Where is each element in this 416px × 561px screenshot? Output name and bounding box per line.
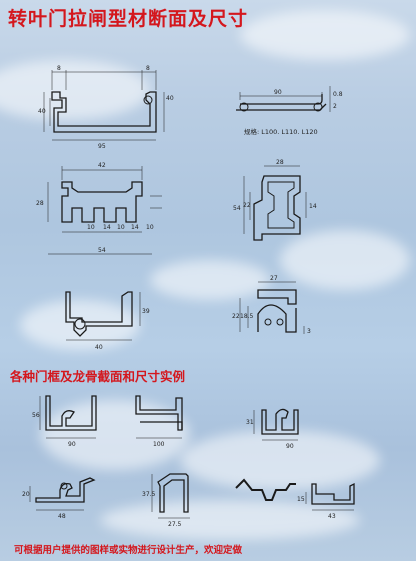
dim-label: 28 bbox=[36, 200, 44, 207]
section-title: 各种门框及龙骨截面和尺寸实例 bbox=[10, 369, 186, 384]
dim-label: 20 bbox=[22, 491, 30, 498]
profile-2: 90 0.8 2 规格: L100. L110. L120 bbox=[236, 86, 343, 136]
spec-note: 规格: L100. L110. L120 bbox=[244, 127, 318, 136]
dim-label: 40 bbox=[166, 95, 174, 102]
dim-label: 27 bbox=[270, 275, 278, 282]
frame-4: 20 48 bbox=[22, 477, 96, 520]
dim-label: 100 bbox=[153, 441, 165, 448]
dim-label: 22 bbox=[232, 313, 240, 320]
profile-4: 28 54 22 14 bbox=[233, 159, 317, 241]
dim-label: 42 bbox=[98, 162, 106, 169]
dim-label: 10 bbox=[117, 224, 125, 231]
dim-label: 27.5 bbox=[168, 521, 182, 528]
dim-label: 10 bbox=[87, 224, 95, 231]
dim-label: 8 bbox=[57, 65, 61, 72]
frame-3: 31 90 bbox=[246, 408, 299, 450]
dim-label: 40 bbox=[95, 344, 103, 351]
dim-label: 10 bbox=[146, 224, 154, 231]
dim-label: 0.8 bbox=[333, 91, 343, 98]
profile-5: 39 40 bbox=[65, 291, 150, 351]
dim-label: 95 bbox=[98, 143, 106, 150]
dim-label: 90 bbox=[68, 441, 76, 448]
frame-1: 56 90 bbox=[32, 395, 97, 448]
dim-label: 54 bbox=[98, 247, 106, 254]
frame-7: 15 43 bbox=[297, 482, 355, 520]
frame-6 bbox=[235, 478, 296, 501]
dim-label: 14 bbox=[103, 224, 111, 231]
dim-label: 56 bbox=[32, 412, 40, 419]
dim-label: 22 bbox=[243, 202, 251, 209]
dim-label: 2 bbox=[333, 103, 337, 110]
cloud bbox=[0, 60, 150, 120]
profile-3: 42 28 10 14 10 14 10 54 bbox=[36, 162, 162, 255]
cloud bbox=[150, 260, 270, 300]
dim-label: 48 bbox=[58, 513, 66, 520]
dim-label: 14 bbox=[309, 203, 317, 210]
main-title: 转叶门拉闸型材断面及尺寸 bbox=[8, 8, 249, 30]
frame-2: 100 bbox=[135, 395, 183, 448]
dim-label: 37.5 bbox=[142, 491, 156, 498]
dim-label: 3 bbox=[307, 328, 311, 335]
cloud bbox=[100, 500, 360, 540]
dim-label: 15 bbox=[297, 496, 305, 503]
dim-label: 90 bbox=[286, 443, 294, 450]
dim-label: 31 bbox=[246, 419, 254, 426]
dim-label: 28 bbox=[276, 159, 284, 166]
cloud bbox=[20, 300, 140, 350]
profile-6: 27 22 18.5 3 bbox=[232, 275, 311, 335]
dim-label: 18.5 bbox=[240, 313, 254, 320]
dim-label: 39 bbox=[142, 308, 150, 315]
frame-5: 37.5 27.5 bbox=[142, 473, 190, 528]
cloud bbox=[280, 230, 410, 290]
dim-label: 14 bbox=[131, 224, 139, 231]
dim-label: 54 bbox=[233, 205, 241, 212]
dim-label: 40 bbox=[38, 108, 46, 115]
profile-1: 8 8 40 40 95 bbox=[38, 65, 174, 150]
footer-note: 可根据用户提供的图样或实物进行设计生产，欢迎定做 bbox=[14, 545, 243, 556]
dim-label: 90 bbox=[274, 89, 282, 96]
cloud bbox=[240, 10, 410, 60]
dim-label: 8 bbox=[146, 65, 150, 72]
dim-label: 43 bbox=[328, 513, 336, 520]
